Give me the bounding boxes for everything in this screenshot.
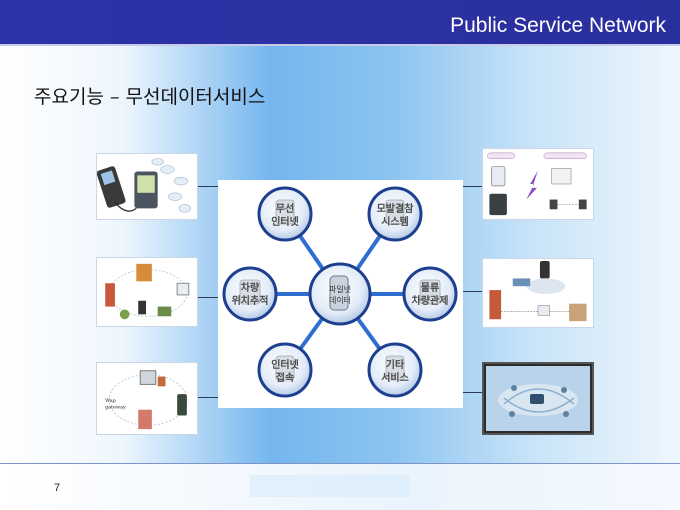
- thumb-logistics-control: [482, 258, 594, 328]
- vehicle-tracking-illustration: [97, 258, 197, 326]
- node-3-line1: 차량: [241, 281, 260, 294]
- page-number: 7: [54, 482, 61, 494]
- thumb-wap-gateway: Wap gateway: [96, 362, 198, 435]
- node-mobile-payment-system: 모발결참 시스템: [367, 186, 423, 242]
- node-3-line2: 위치추적: [232, 294, 269, 307]
- hub-svg: 파일넷 데이터 무선 인터넷 모발결참 시스템 차량 위치추적: [222, 186, 458, 398]
- header-bar: Public Service Network: [0, 0, 680, 46]
- thumb-vehicle-tracking: [96, 257, 198, 327]
- connector-right-3: [463, 392, 482, 393]
- node-2-line1: 모발결참: [377, 202, 415, 215]
- node-other-services: 기타 서비스: [367, 342, 423, 398]
- node-1-line1: 무선: [276, 202, 294, 215]
- connector-left-2: [198, 297, 218, 298]
- connector-left-1: [198, 186, 218, 187]
- node-4-line1: 물류: [421, 282, 439, 294]
- footer-divider: [0, 463, 680, 464]
- node-5-line2: 접속: [276, 372, 294, 384]
- wap-label: Wap: [105, 398, 116, 404]
- thumb-mobile-payment: [482, 148, 594, 220]
- logistics-control-illustration: [483, 259, 593, 327]
- footer-decoration: [250, 475, 410, 497]
- node-6-line1: 기타: [386, 358, 405, 371]
- hub-center-line2: 데이터: [329, 295, 351, 305]
- node-6-line2: 서비스: [381, 371, 409, 384]
- wireless-data-hub-diagram: 파일넷 데이터 무선 인터넷 모발결참 시스템 차량 위치추적: [218, 180, 463, 408]
- thumb-other-services: [482, 362, 594, 435]
- mobile-payment-illustration: [483, 149, 593, 219]
- node-4-line2: 차량관제: [412, 294, 449, 307]
- thumb-mobile-phone-pda: [96, 153, 198, 220]
- gateway-label: gateway: [105, 405, 126, 411]
- phone-pda-illustration: [97, 154, 197, 219]
- hub-center-line1: 파일넷: [329, 285, 351, 294]
- other-services-illustration: [486, 366, 590, 431]
- connector-right-1: [463, 186, 482, 187]
- node-vehicle-tracking: 차량 위치추적: [222, 266, 278, 322]
- hub-center: 파일넷 데이터: [308, 262, 372, 326]
- node-wireless-internet: 무선 인터넷: [257, 186, 313, 242]
- node-1-line2: 인터넷: [271, 215, 299, 228]
- connector-right-2: [463, 291, 482, 292]
- node-2-line2: 시스템: [381, 216, 409, 228]
- wap-gateway-illustration: Wap gateway: [97, 363, 197, 434]
- node-internet-access: 인터넷 접속: [257, 342, 313, 398]
- connector-left-3: [198, 397, 218, 398]
- header-title: Public Service Network: [450, 14, 666, 37]
- node-5-line1: 인터넷: [271, 358, 299, 371]
- node-logistics-vehicle-control: 물류 차량관제: [402, 266, 458, 322]
- slide-title: 주요기능 – 무선데이터서비스: [34, 86, 266, 108]
